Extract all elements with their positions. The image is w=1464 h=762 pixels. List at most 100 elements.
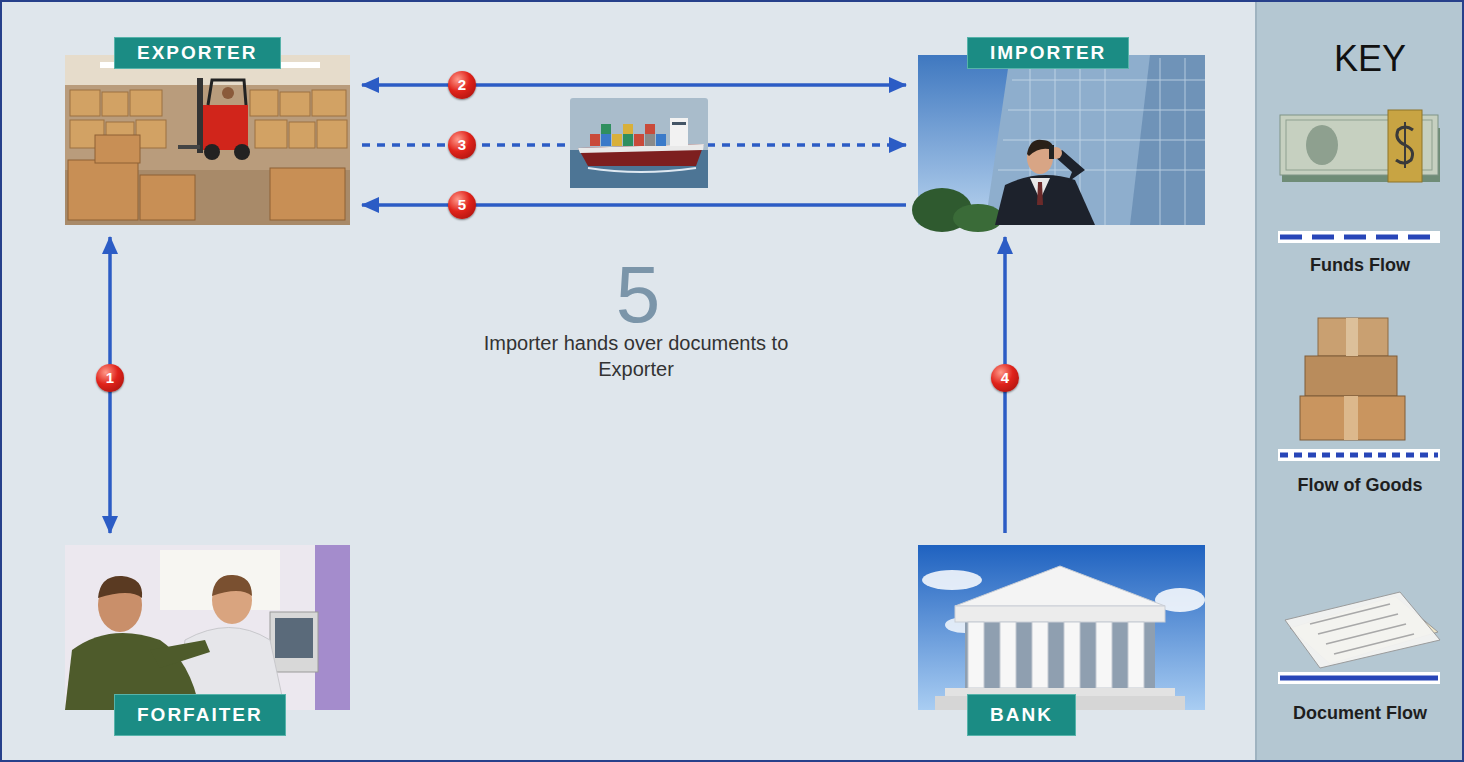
warehouse-photo — [234, 144, 250, 160]
money-icon — [1306, 125, 1338, 165]
legend-text: Flow of Goods — [1262, 474, 1458, 496]
warehouse-photo — [280, 62, 320, 68]
key-heading: KEY — [1300, 38, 1440, 80]
node-label: EXPORTER — [115, 38, 280, 68]
bank-photo — [965, 620, 1155, 690]
funds-line-sample — [1278, 231, 1440, 243]
funds-line-sample — [1280, 235, 1438, 240]
document-line-sample — [1280, 676, 1438, 681]
goods-line-sample — [1278, 449, 1440, 461]
importer-photo — [912, 55, 1205, 232]
warehouse-photo — [255, 120, 287, 148]
bank-photo — [968, 622, 984, 688]
flow-arrow — [362, 203, 906, 207]
photo-node: FORFAITER — [65, 545, 350, 735]
document-line-sample — [1278, 672, 1440, 684]
ship-photo — [634, 134, 644, 146]
documents-icon — [1310, 604, 1414, 654]
ship-photo — [670, 118, 688, 146]
warehouse-photo — [65, 55, 350, 225]
boxes-icon — [1318, 318, 1388, 356]
callout-number: 2 — [448, 71, 476, 99]
forfaiter-photo — [275, 618, 313, 658]
importer-photo — [1049, 145, 1054, 159]
forfaiter-photo — [212, 575, 252, 596]
boxes-icon — [1300, 396, 1405, 440]
forfaiter-photo — [150, 640, 210, 668]
warehouse-photo — [70, 90, 100, 116]
warehouse-photo — [178, 145, 200, 149]
flow-arrow — [362, 83, 906, 87]
bank-photo — [918, 545, 1205, 710]
bank-photo — [922, 570, 982, 590]
document-line-sample — [1278, 672, 1440, 684]
warehouse-photo — [317, 120, 347, 148]
photo-node: EXPORTER — [65, 38, 350, 225]
money-icon — [1388, 110, 1422, 182]
background — [1255, 0, 1257, 762]
warehouse-photo — [222, 87, 234, 99]
warehouse-photo — [197, 78, 203, 153]
documents-icon — [1326, 624, 1406, 644]
warehouse-photo — [130, 90, 162, 116]
step-number: 5 — [578, 255, 698, 335]
ship-photo — [601, 134, 611, 146]
photo-node: BANK — [918, 545, 1205, 735]
warehouse-photo — [280, 92, 310, 116]
importer-photo — [985, 55, 1205, 225]
importer-photo — [953, 204, 1003, 232]
forfaiter-photo — [65, 545, 350, 710]
ship-photo — [656, 134, 666, 146]
warehouse-photo — [208, 80, 246, 105]
ship-photo — [590, 134, 600, 146]
importer-photo — [1012, 80, 1205, 81]
warehouse-photo — [68, 135, 345, 220]
importer-photo — [1037, 182, 1043, 205]
photo-node: IMPORTER — [918, 38, 1205, 225]
bank-photo — [918, 545, 1205, 710]
bank-photo — [1032, 622, 1048, 688]
warehouse-photo — [203, 105, 248, 150]
step-caption: Importer hands over documents to Exporte… — [461, 330, 811, 382]
forfaiter-photo — [65, 545, 350, 710]
forfaiter-photo — [315, 545, 350, 710]
ship-photo — [570, 98, 708, 188]
callout-number: 5 — [448, 191, 476, 219]
importer-photo — [1003, 140, 1205, 141]
bank-photo — [1064, 622, 1080, 688]
ship-photo — [672, 122, 686, 125]
warehouse-photo — [312, 90, 346, 116]
node-label: IMPORTER — [968, 38, 1128, 68]
node-label: FORFAITER — [115, 695, 285, 735]
warehouse-photo — [270, 168, 345, 220]
bank-photo — [955, 566, 1165, 606]
warehouse-photo — [140, 175, 195, 220]
importer-photo — [1008, 110, 1205, 111]
documents-icon — [1285, 592, 1440, 668]
warehouse-photo — [102, 92, 128, 116]
importer-photo — [995, 175, 1095, 225]
boxes-icon — [1305, 356, 1397, 396]
importer-photo — [1185, 58, 1186, 225]
documents-icon — [1310, 604, 1390, 624]
boxes-icon — [1300, 318, 1405, 440]
ship-photo — [623, 124, 633, 134]
documents-icon — [1285, 592, 1440, 668]
documents-icon — [1334, 634, 1414, 654]
ship-photo — [588, 168, 696, 172]
node-label: BANK — [968, 695, 1075, 735]
ship-photo — [570, 98, 708, 188]
callout-number: 1 — [96, 364, 124, 392]
money-icon — [1280, 110, 1440, 182]
callout-number: 4 — [991, 364, 1019, 392]
importer-photo — [1160, 58, 1161, 225]
forfaiter-photo — [270, 612, 318, 672]
forfaiter-photo — [98, 576, 142, 598]
documents-icon — [1318, 614, 1398, 634]
